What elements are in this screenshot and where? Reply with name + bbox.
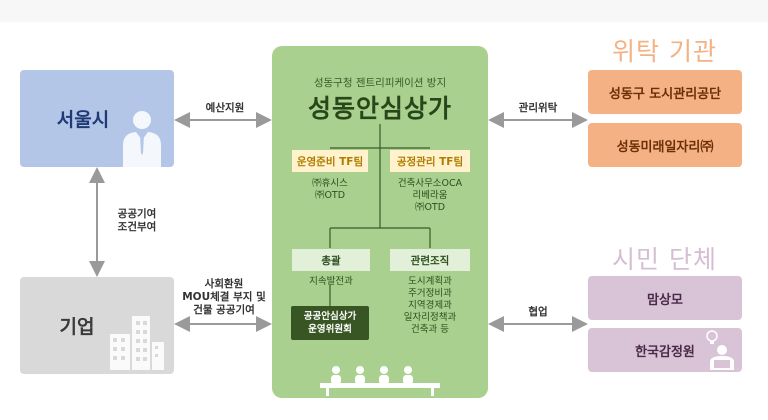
company-label: 기업 bbox=[59, 316, 95, 338]
meeting-table-icon bbox=[320, 366, 440, 396]
tf-construction-tag: 공정관리 TF팀 bbox=[390, 150, 470, 172]
budget-support-label: 예산지원 bbox=[205, 102, 245, 114]
public-contribution-label: 공공기여 조건부여 bbox=[117, 208, 157, 233]
committee-label: 공공안심상가 운영위원회 bbox=[303, 311, 357, 335]
seoul-city-label: 서울시 bbox=[56, 109, 110, 131]
tf-operations-members: ㈜휴시스 ㈜OTD bbox=[312, 178, 348, 201]
trust-org-1: 성동구 도시관리공단 bbox=[588, 70, 742, 114]
civic-org-2: 한국감정원 bbox=[588, 328, 742, 372]
civic-section-title: 시민 단체 bbox=[612, 245, 717, 274]
center-subtitle: 성동구청 젠트리피케이션 방지 bbox=[313, 77, 447, 89]
related-departments: 도시계획과 주거정비과 지역경제과 일자리정책과 건축과 등 bbox=[403, 276, 457, 335]
social-return-label: 사회환원 MOU체결 부지 및 건물 공공기여 bbox=[182, 278, 266, 316]
trust-section-title: 위탁 기관 bbox=[612, 37, 717, 66]
top-bar bbox=[0, 0, 768, 22]
company-box: 기업 bbox=[20, 277, 174, 374]
committee-box: 공공안심상가 운영위원회 bbox=[291, 306, 369, 340]
tf-construction-members: 건축사무소OCA 리베라움 ㈜OTD bbox=[397, 178, 463, 213]
center-title: 성동안심상가 bbox=[307, 94, 452, 123]
civic-org-1: 맘상모 bbox=[588, 276, 742, 320]
management-trust-label: 관리위탁 bbox=[518, 102, 558, 114]
civic-org-2-label: 한국감정원 bbox=[635, 344, 695, 360]
building-icon bbox=[110, 316, 164, 370]
trust-org-2: 성동미래일자리㈜ bbox=[588, 123, 742, 167]
seoul-city-box: 서울시 bbox=[20, 70, 174, 167]
idea-person-icon bbox=[706, 330, 734, 370]
businessman-icon bbox=[123, 111, 161, 167]
general-department: 지속발전과 bbox=[309, 276, 353, 287]
general-tag: 총괄 bbox=[292, 249, 370, 271]
related-org-tag: 관련조직 bbox=[390, 249, 470, 271]
tf-operations-tag: 운영준비 TF팀 bbox=[292, 150, 368, 172]
collaboration-label: 협업 bbox=[528, 306, 548, 318]
